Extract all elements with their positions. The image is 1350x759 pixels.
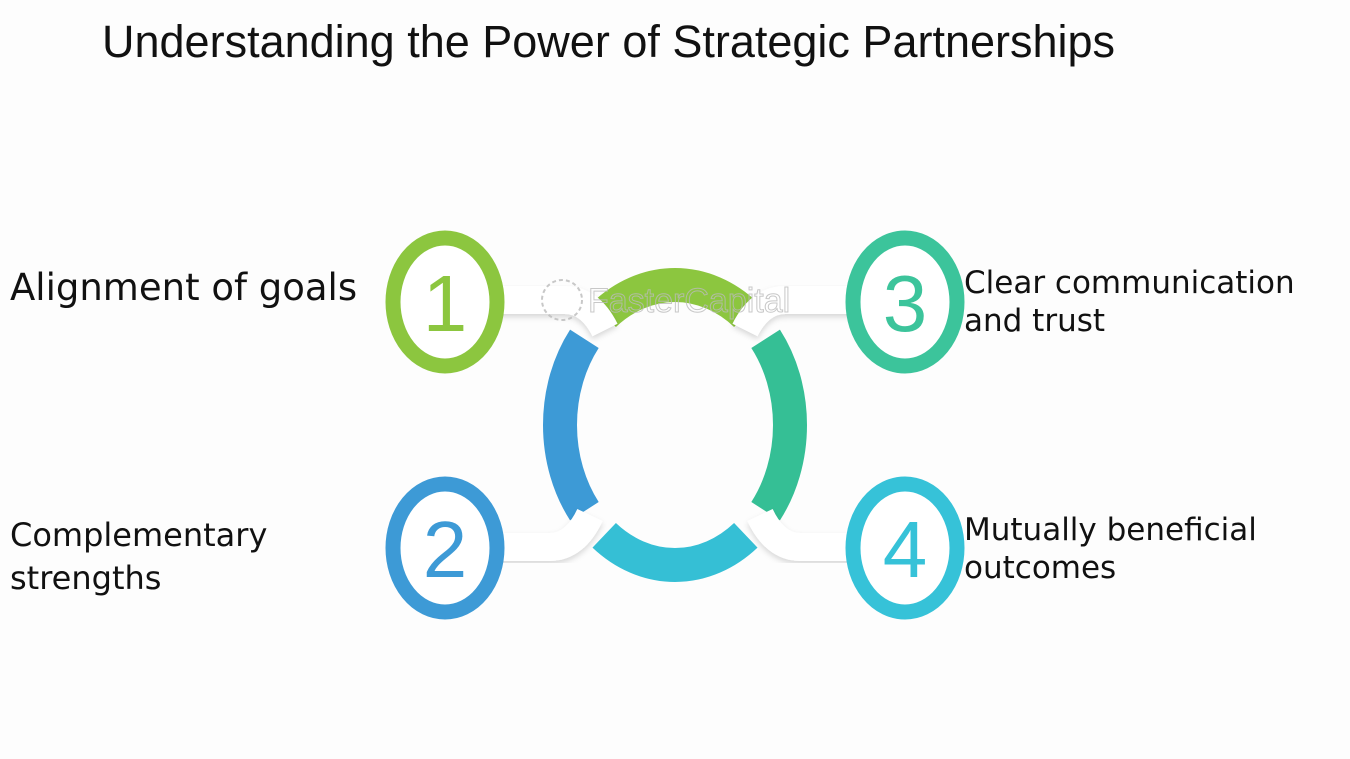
node-number: 4 — [883, 505, 928, 594]
page-title: Understanding the Power of Strategic Par… — [102, 16, 1116, 67]
ring-segment-bottom — [592, 522, 758, 582]
label-complementary-strengths: Complementary strengths — [10, 514, 267, 600]
label-clear-communication: Clear communication and trust — [964, 264, 1295, 340]
connector-1 — [495, 286, 618, 337]
connectors — [495, 286, 855, 561]
watermark-text: FasterCapital — [588, 282, 790, 320]
ring-segment-left — [543, 329, 599, 521]
node-number: 2 — [423, 505, 468, 594]
label-line: Complementary — [10, 516, 268, 554]
node-2: 2 — [385, 476, 505, 620]
ring-segment-right — [751, 329, 807, 521]
node-ring — [845, 230, 965, 374]
ring-segment-top — [592, 268, 758, 328]
node-number: 3 — [883, 259, 928, 348]
watermark: FasterCapital — [541, 279, 791, 321]
label-line: Mutually beneficial — [964, 512, 1257, 548]
label-alignment-of-goals: Alignment of goals — [10, 266, 357, 310]
node-4: 4 — [845, 476, 965, 620]
label-line: outcomes — [964, 550, 1117, 586]
label-mutually-beneficial: Mutually beneficial outcomes — [964, 511, 1257, 587]
connector-2 — [495, 508, 603, 561]
connector-4 — [747, 508, 855, 561]
label-line: Alignment of goals — [10, 266, 358, 309]
label-line: and trust — [964, 303, 1106, 339]
node-number: 1 — [423, 259, 468, 348]
label-line: Clear communication — [964, 265, 1295, 301]
number-nodes: 1 2 3 4 — [385, 230, 965, 620]
gear-icon — [541, 279, 583, 321]
node-ring — [385, 230, 505, 374]
label-line: strengths — [10, 559, 162, 597]
node-3: 3 — [845, 230, 965, 374]
connector-3 — [732, 286, 855, 337]
node-ring — [845, 476, 965, 620]
node-1: 1 — [385, 230, 505, 374]
node-ring — [385, 476, 505, 620]
central-ring — [543, 268, 807, 582]
